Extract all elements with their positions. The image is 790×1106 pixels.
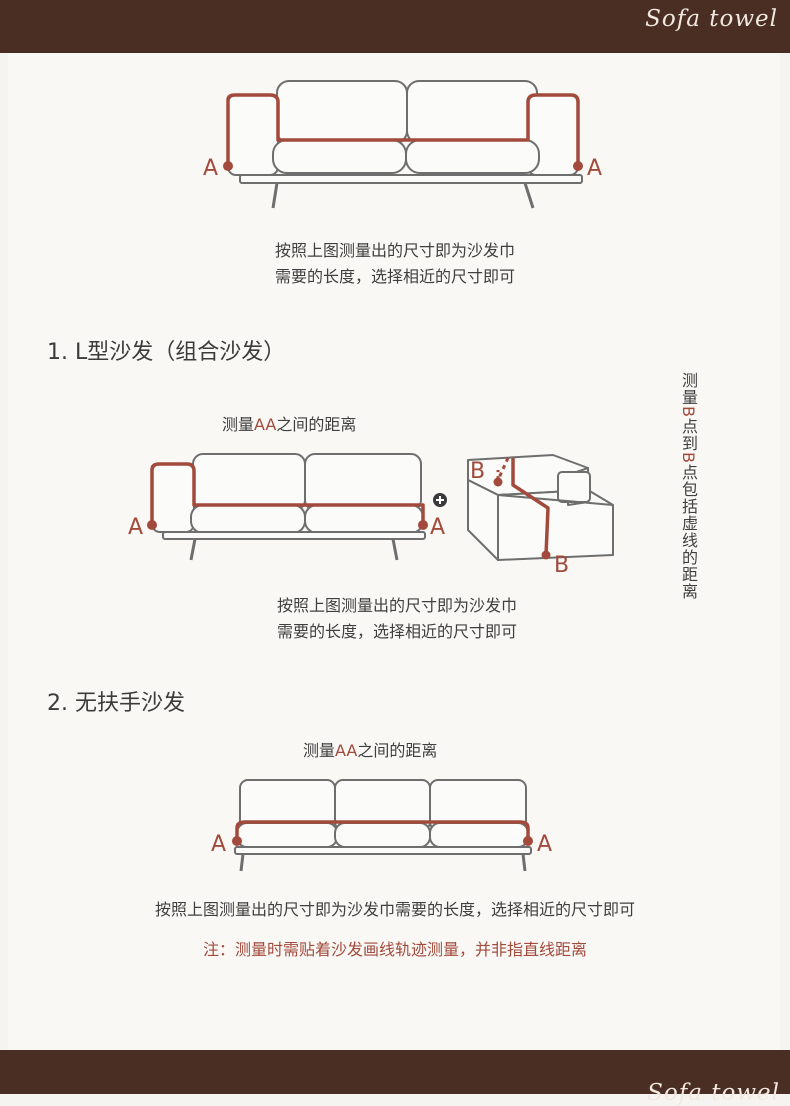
l-caption-line2: 需要的长度，选择相近的尺寸即可 <box>276 622 517 641</box>
l-point-a-right: A <box>430 515 445 540</box>
armless-measure-label: 测量AA之间的距离 <box>303 737 437 761</box>
vnote-part1: 测量 <box>679 372 698 406</box>
armless-measure-prefix: 测量 <box>303 741 336 760</box>
armless-point-a-right: A <box>537 832 552 857</box>
l-sofa-main-diagram: A A <box>128 453 445 561</box>
measure-suffix: 之间的距离 <box>276 415 357 434</box>
brand-logo-text: Sofa towel <box>645 6 778 32</box>
armless-sofa-diagram: A A <box>211 779 552 872</box>
point-a-right-label: A <box>587 156 602 181</box>
l-point-a-left: A <box>128 515 143 540</box>
standard-caption-line1: 按照上图测量出的尺寸即为沙发巾 <box>274 241 515 260</box>
measure-prefix: 测量 <box>222 415 255 434</box>
vnote-part5: 点包括虚线的距离 <box>679 463 698 600</box>
armless-measure-suffix: 之间的距离 <box>357 741 438 760</box>
header-bar: Sofa towel <box>0 0 790 53</box>
armless-point-a-left: A <box>211 832 226 857</box>
measure-highlight: AA <box>254 415 277 434</box>
plus-icon <box>433 493 447 507</box>
l-sofa-chaise-diagram: B B <box>467 454 614 578</box>
vnote-part3: 点到 <box>679 417 698 452</box>
l-sofa-section-title: 1. L型沙发（组合沙发） <box>47 340 286 365</box>
footer-bar: Sofa towel <box>0 1050 790 1106</box>
point-a-left-label: A <box>203 156 218 181</box>
standard-sofa-diagram: A A <box>203 80 602 209</box>
standard-caption-line2: 需要的长度，选择相近的尺寸即可 <box>274 267 515 286</box>
armless-caption: 按照上图测量出的尺寸即为沙发巾需要的长度，选择相近的尺寸即可 <box>154 900 635 919</box>
l-point-b-bottom: B <box>554 553 569 578</box>
standard-caption: 按照上图测量出的尺寸即为沙发巾 需要的长度，选择相近的尺寸即可 <box>195 238 595 290</box>
l-sofa-measure-label: 测量AA之间的距离 <box>222 411 356 435</box>
armless-measure-highlight: AA <box>335 741 358 760</box>
l-point-b-top: B <box>470 459 485 484</box>
l-sofa-vertical-note: 测量B点到B点包括虚线的距离 <box>675 372 701 600</box>
footer-brand-logo-text: Sofa towel <box>647 1080 780 1106</box>
l-sofa-caption: 按照上图测量出的尺寸即为沙发巾 需要的长度，选择相近的尺寸即可 <box>197 593 597 645</box>
vnote-part4: B <box>679 451 698 464</box>
vnote-part2: B <box>679 406 698 418</box>
armless-section-title: 2. 无扶手沙发 <box>47 691 185 716</box>
l-caption-line1: 按照上图测量出的尺寸即为沙发巾 <box>276 596 517 615</box>
measurement-note: 注：测量时需贴着沙发画线轨迹测量，并非指直线距离 <box>202 940 587 959</box>
